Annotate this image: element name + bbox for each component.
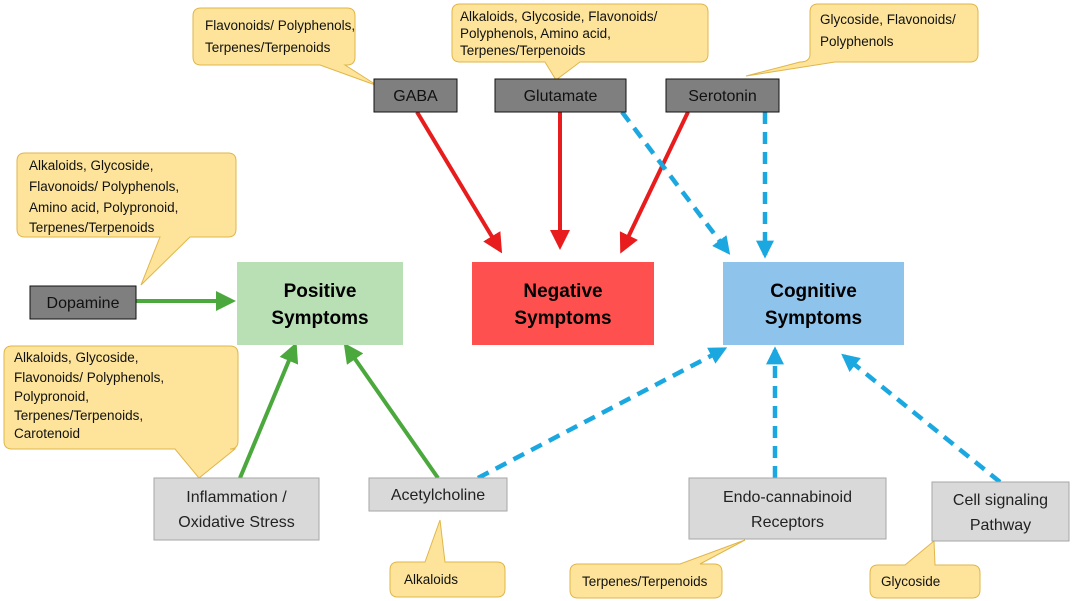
symptom-cognitive-line-1: Cognitive <box>770 281 857 302</box>
callout-glutamate-line-3: Terpenes/Terpenoids <box>460 43 586 58</box>
symptom-negative-line-2: Symptoms <box>514 308 611 329</box>
callout-inflammation-line-1: Alkaloids, Glycoside, <box>14 350 139 365</box>
callout-inflammation-line-5: Carotenoid <box>14 426 80 441</box>
node-gaba-label: GABA <box>393 88 438 105</box>
node-glutamate: Glutamate <box>494 78 627 113</box>
callout-gaba-line-2: Terpenes/Terpenoids <box>205 40 331 55</box>
node-gaba: GABA <box>373 78 458 113</box>
node-serotonin: Serotonin <box>665 78 780 113</box>
arrow-acetylcholine-to-positive <box>343 342 440 480</box>
symptom-cognitive-line-2: Symptoms <box>765 308 862 329</box>
node-cell-signaling-line-1: Cell signaling <box>953 492 1048 509</box>
callout-cell-signaling-line-1: Glycoside <box>881 574 940 589</box>
callout-dopamine-line-1: Alkaloids, Glycoside, <box>29 158 154 173</box>
node-endocannabinoid: Endo-cannabinoid Receptors <box>688 477 887 540</box>
symptom-cognitive: Cognitive Symptoms <box>723 262 904 345</box>
arrow-serotonin-to-negative <box>619 111 690 254</box>
node-glutamate-label: Glutamate <box>524 88 598 105</box>
node-serotonin-label: Serotonin <box>688 88 757 105</box>
symptom-positive-line-1: Positive <box>284 281 357 302</box>
callout-inflammation-line-3: Polypronoid, <box>14 389 89 404</box>
symptom-negative: Negative Symptoms <box>472 262 654 345</box>
callout-serotonin-line-2: Polyphenols <box>820 34 894 49</box>
callout-dopamine-line-3: Amino acid, Polypronoid, <box>29 200 178 215</box>
arrows <box>136 110 1002 484</box>
callout-inflammation: Alkaloids, Glycoside, Flavonoids/ Polyph… <box>3 345 239 479</box>
node-endocannabinoid-line-2: Receptors <box>751 514 824 531</box>
node-endocannabinoid-line-1: Endo-cannabinoid <box>723 489 852 506</box>
callout-gaba: Flavonoids/ Polyphenols, Terpenes/Terpen… <box>192 7 379 87</box>
symptom-positive: Positive Symptoms <box>237 262 403 345</box>
arrow-gaba-to-negative <box>415 110 503 254</box>
node-acetylcholine-line-1: Acetylcholine <box>391 487 485 504</box>
node-dopamine: Dopamine <box>29 285 137 320</box>
node-dopamine-label: Dopamine <box>47 295 120 312</box>
callout-dopamine-line-2: Flavonoids/ Polyphenols, <box>29 179 179 194</box>
callout-endocannabinoid: Terpenes/Terpenoids <box>569 539 746 599</box>
node-cell-signaling-line-2: Pathway <box>970 517 1031 534</box>
arrow-cell-signaling-to-cognitive <box>841 353 1002 484</box>
callout-dopamine-line-4: Terpenes/Terpenoids <box>29 220 155 235</box>
arrow-acetylcholine-to-cognitive <box>476 347 728 480</box>
callout-inflammation-line-4: Terpenes/Terpenoids, <box>14 408 143 423</box>
callout-serotonin: Glycoside, Flavonoids/ Polyphenols <box>745 3 979 77</box>
node-inflammation-line-2: Oxidative Stress <box>178 514 294 531</box>
arrow-inflammation-to-positive <box>238 342 299 479</box>
callout-serotonin-line-1: Glycoside, Flavonoids/ <box>820 12 956 27</box>
callout-endocannabinoid-line-1: Terpenes/Terpenoids <box>582 574 708 589</box>
callout-acetylcholine-line-1: Alkaloids <box>404 572 458 587</box>
callout-glutamate-line-1: Alkaloids, Glycoside, Flavonoids/ <box>460 9 658 24</box>
node-inflammation: Inflammation / Oxidative Stress <box>153 477 320 541</box>
callout-dopamine: Alkaloids, Glycoside, Flavonoids/ Polyph… <box>16 152 237 286</box>
callout-gaba-line-1: Flavonoids/ Polyphenols, <box>205 18 355 33</box>
callout-glutamate-line-2: Polyphenols, Amino acid, <box>460 26 611 41</box>
symptom-positive-line-2: Symptoms <box>271 308 368 329</box>
callout-acetylcholine: Alkaloids <box>389 519 506 598</box>
callout-glutamate: Alkaloids, Glycoside, Flavonoids/ Polyph… <box>451 3 709 81</box>
callout-cell-signaling: Glycoside <box>869 539 981 599</box>
callout-inflammation-line-2: Flavonoids/ Polyphenols, <box>14 370 164 385</box>
node-acetylcholine: Acetylcholine <box>368 477 508 512</box>
arrow-glutamate-to-cognitive <box>620 110 731 255</box>
symptom-negative-line-1: Negative <box>523 281 602 302</box>
node-cell-signaling: Cell signaling Pathway <box>931 481 1070 542</box>
node-inflammation-line-1: Inflammation / <box>186 489 287 506</box>
